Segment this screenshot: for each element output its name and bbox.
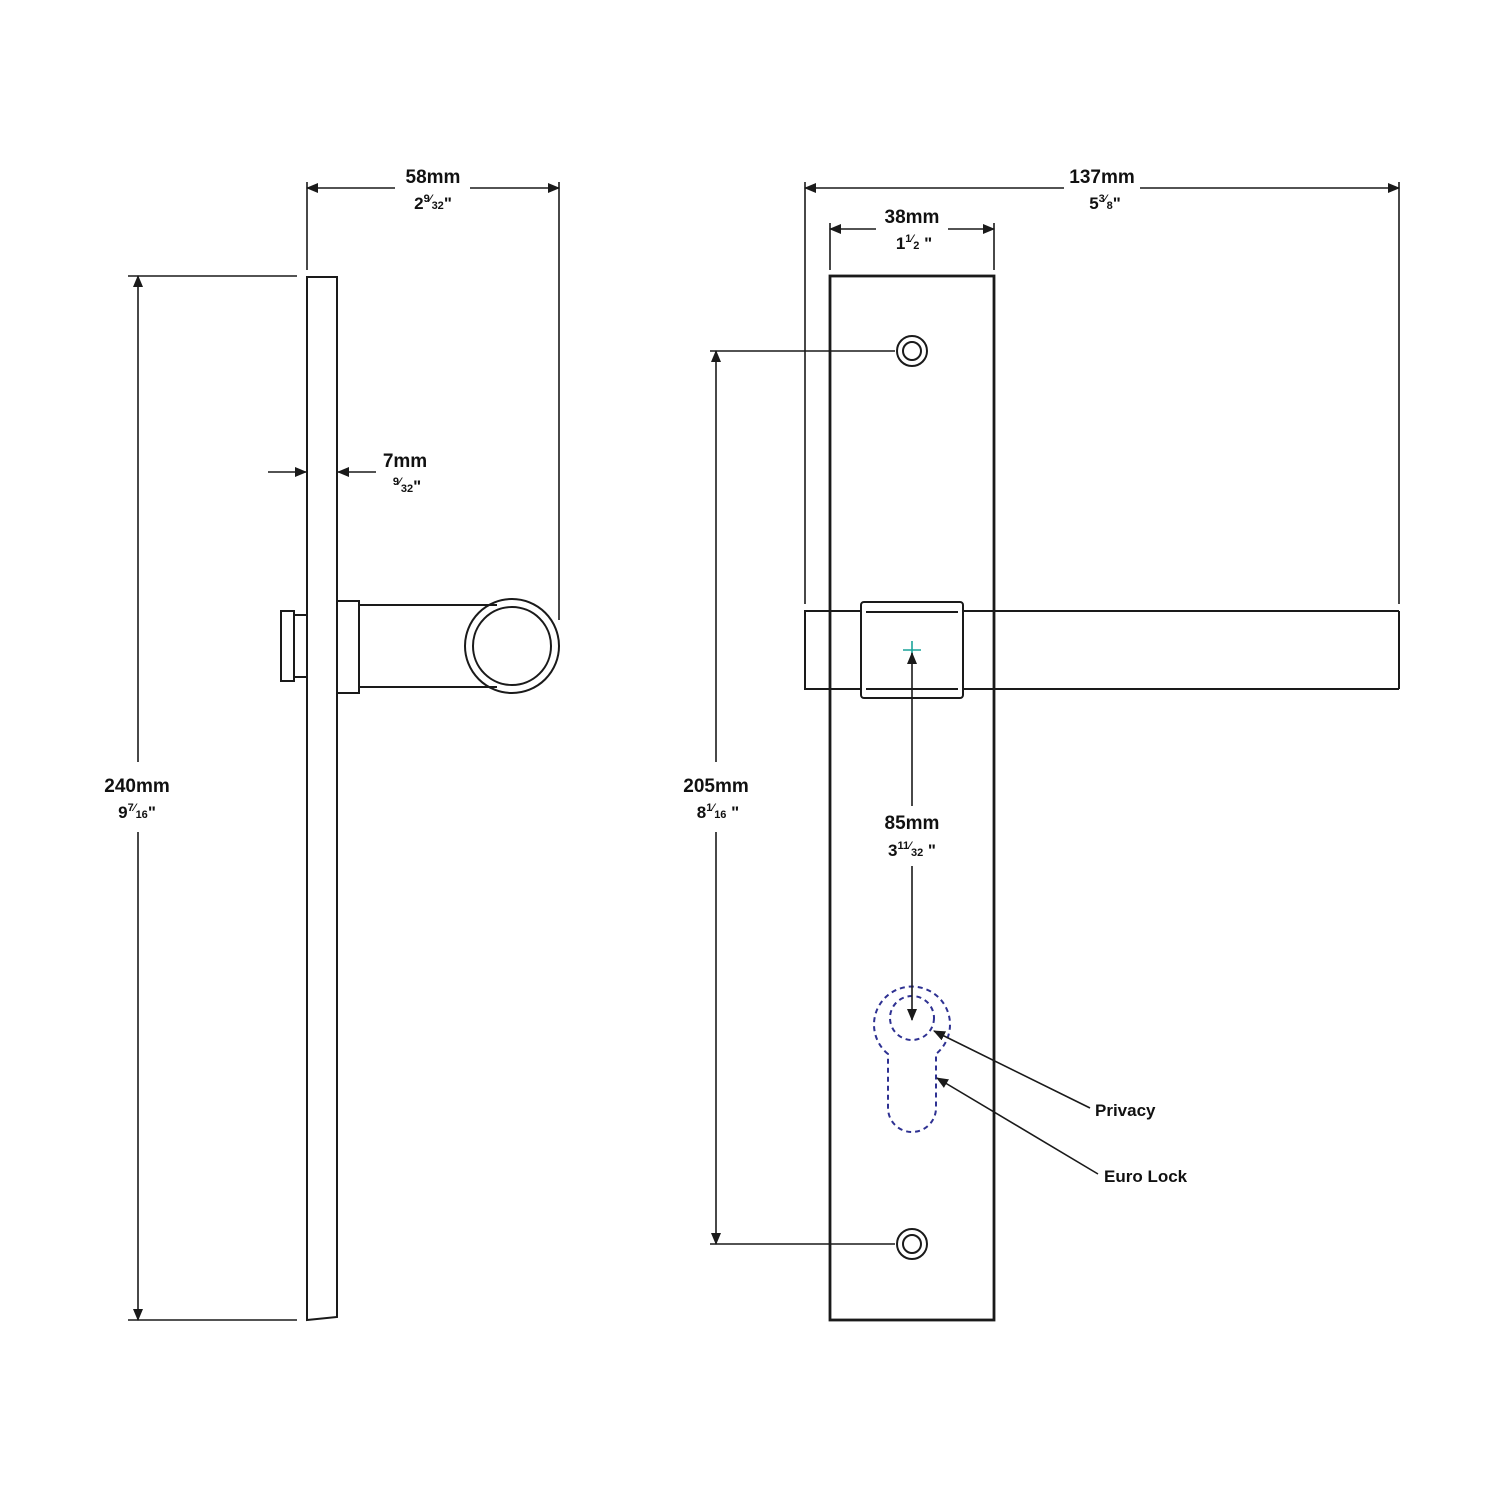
depth-metric: 58mm	[406, 167, 461, 188]
front-lever-stub	[804, 610, 862, 690]
height-imperial: 97⁄16"	[118, 802, 156, 822]
top-fixing-hole-outer	[896, 335, 928, 367]
centres-metric: 205mm	[683, 776, 749, 797]
side-spindle-collar	[293, 614, 308, 678]
euro-lock-outline	[873, 985, 951, 1133]
privacy-label: Privacy	[1095, 1101, 1156, 1120]
plate-width-metric: 38mm	[885, 207, 940, 228]
privacy-leader	[933, 1030, 1091, 1109]
backset-metric: 85mm	[885, 813, 940, 834]
side-spindle-stub	[280, 610, 295, 682]
plate-width-imperial: 11⁄2 "	[896, 233, 932, 253]
front-backplate	[828, 274, 996, 1322]
side-view: 58mm 29⁄32" 7mm 9⁄32" 240mm 97⁄16"	[104, 167, 560, 1322]
side-lever-end-outer	[464, 598, 560, 694]
top-fixing-hole-inner	[902, 341, 922, 361]
centres-imperial: 81⁄16 "	[697, 802, 739, 822]
width-metric: 137mm	[1069, 167, 1135, 188]
thickness-metric: 7mm	[383, 451, 427, 472]
bottom-fixing-hole-inner	[902, 1234, 922, 1254]
side-backplate	[306, 276, 338, 1322]
euro-lock-label: Euro Lock	[1104, 1167, 1188, 1186]
side-rose	[336, 600, 360, 694]
thickness-imperial: 9⁄32"	[393, 476, 421, 496]
side-lever-end-inner	[472, 606, 552, 686]
width-imperial: 53⁄8"	[1089, 193, 1121, 213]
bottom-fixing-hole-outer	[896, 1228, 928, 1260]
front-view: 85mm 311⁄32 " 137mm 53⁄8" 38mm 11⁄2 " 20…	[683, 167, 1400, 1322]
backset-imperial: 311⁄32 "	[888, 840, 936, 860]
euro-lock-leader	[936, 1077, 1099, 1175]
height-metric: 240mm	[104, 776, 170, 797]
depth-imperial: 29⁄32"	[414, 193, 452, 213]
